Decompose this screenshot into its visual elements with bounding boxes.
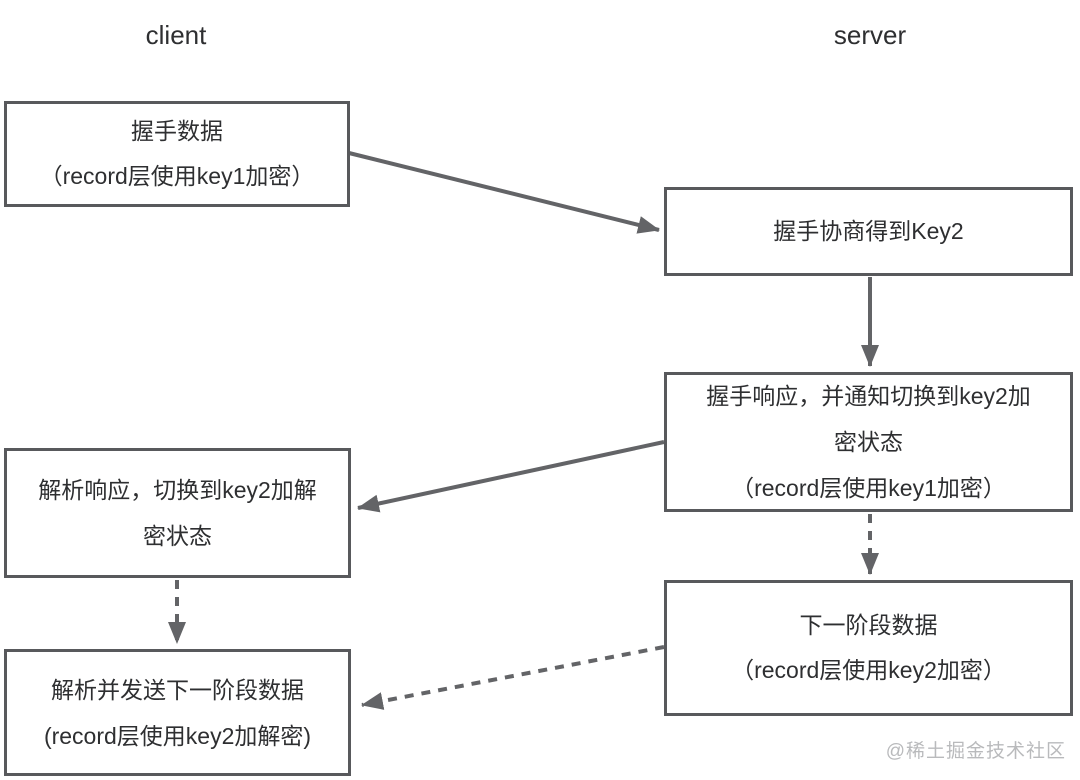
node-text-line: 握手数据 [131,118,223,144]
arrow-response-to-parse [357,440,665,513]
node-parse-response: 解析响应，切换到key2加解 密状态 [4,448,351,578]
node-text-line: （record层使用key2加密） [731,657,1006,683]
server-column-label: server [833,20,907,50]
node-text-line: 握手协商得到Key2 [773,218,964,244]
node-handshake-data: 握手数据 （record层使用key1加密） [4,101,350,207]
node-text-line: （record层使用key1加密） [39,163,315,189]
node-next-stage-data: 下一阶段数据 （record层使用key2加密） [664,580,1073,716]
arrow-handshake-to-negotiate [348,151,660,234]
node-parse-and-send: 解析并发送下一阶段数据 (record层使用key2加解密) [4,649,351,776]
client-column-label: client [145,20,207,50]
node-text-line: 密状态 [143,523,212,549]
node-text-line: （record层使用key1加密） [731,475,1006,501]
node-text-line: 密状态 [834,429,903,455]
node-text-line: 下一阶段数据 [799,612,938,638]
watermark: @稀土掘金技术社区 [885,741,1066,762]
node-text-line: 解析并发送下一阶段数据 [51,676,304,703]
arrow-nextstage-to-send-dashed [361,645,665,710]
node-negotiate-key2: 握手协商得到Key2 [664,187,1073,276]
node-text-line: 握手响应，并通知切换到key2加 [706,383,1031,409]
node-handshake-response: 握手响应，并通知切换到key2加 密状态 （record层使用key1加密） [664,372,1073,512]
node-text-line: (record层使用key2加解密) [43,722,312,749]
node-text-line: 解析响应，切换到key2加解 [38,477,317,503]
